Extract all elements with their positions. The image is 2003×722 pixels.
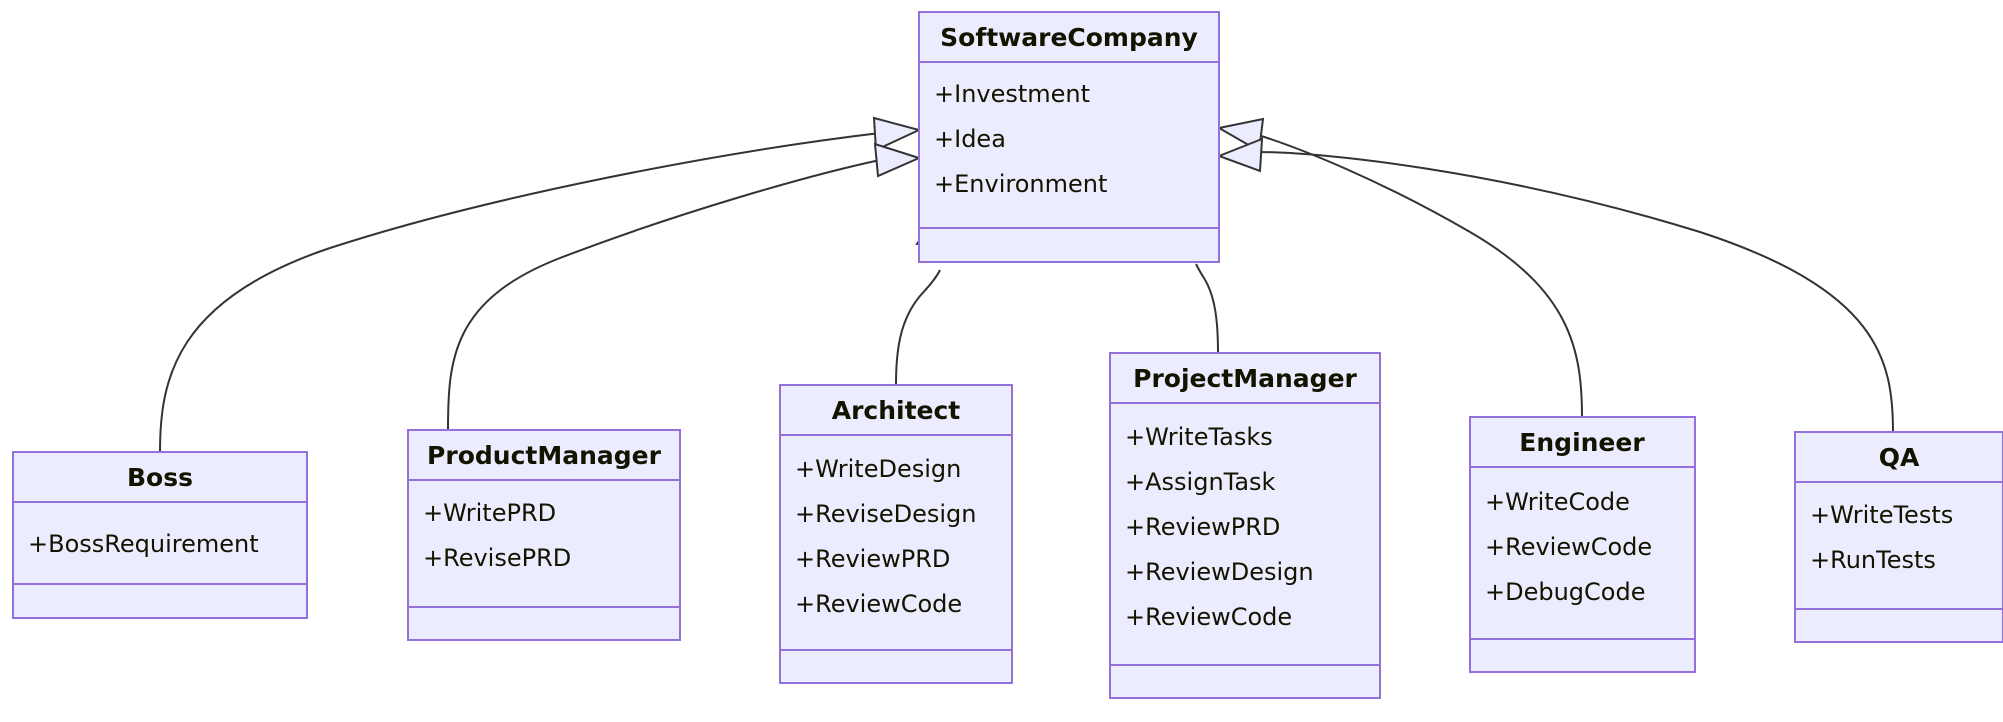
edge-path-engineer [1257, 134, 1583, 418]
class-attribute-architect-2: +ReviewPRD [795, 545, 950, 573]
class-attribute-projectmanager-0: +WriteTasks [1125, 423, 1273, 451]
class-box-boss[interactable] [12, 451, 308, 619]
class-attribute-architect-0: +WriteDesign [795, 455, 961, 483]
inheritance-arrowhead-qa [1216, 137, 1264, 173]
edge-path-boss [159, 132, 881, 453]
class-node-projectmanager[interactable]: ProjectManager +WriteTasks +AssignTask +… [1109, 352, 1381, 699]
edge-path-qa [1257, 151, 1894, 433]
edge-qa-to-softwarecompany [1216, 137, 1894, 433]
class-node-productmanager[interactable]: ProductManager +WritePRD +RevisePRD [407, 429, 681, 641]
class-attribute-projectmanager-2: +ReviewPRD [1125, 513, 1280, 541]
class-attribute-softwarecompany-2: +Environment [934, 170, 1107, 198]
class-node-boss[interactable]: Boss +BossRequirement [12, 451, 308, 619]
class-node-architect[interactable]: Architect +WriteDesign +ReviseDesign +Re… [779, 384, 1013, 684]
class-attribute-engineer-0: +WriteCode [1485, 488, 1630, 516]
class-box-projectmanager[interactable] [1109, 352, 1381, 699]
edge-path-projectmanager [1195, 263, 1219, 354]
class-title-projectmanager: ProjectManager [1133, 364, 1357, 393]
class-box-qa[interactable] [1794, 431, 2003, 643]
class-attribute-softwarecompany-1: +Idea [934, 125, 1006, 153]
class-node-qa[interactable]: QA +WriteTests +RunTests [1794, 431, 2003, 643]
class-attribute-projectmanager-1: +AssignTask [1125, 468, 1276, 496]
class-title-engineer: Engineer [1519, 428, 1645, 457]
class-attribute-architect-3: +ReviewCode [795, 590, 962, 618]
class-box-architect[interactable] [779, 384, 1013, 684]
class-box-productmanager[interactable] [407, 429, 681, 641]
class-attribute-projectmanager-4: +ReviewCode [1125, 603, 1292, 631]
class-attribute-engineer-2: +DebugCode [1485, 578, 1645, 606]
inheritance-arrowhead-productmanager [873, 142, 922, 178]
class-attribute-productmanager-1: +RevisePRD [423, 544, 571, 572]
edge-path-productmanager [447, 159, 881, 431]
nodes-layer: SoftwareCompany +Investment +Idea +Envir… [12, 11, 2003, 699]
edge-boss-to-softwarecompany [159, 116, 922, 453]
class-node-engineer[interactable]: Engineer +WriteCode +ReviewCode +DebugCo… [1469, 416, 1696, 673]
class-box-softwarecompany[interactable] [918, 11, 1220, 263]
edge-path-architect [895, 269, 941, 386]
class-node-softwarecompany[interactable]: SoftwareCompany +Investment +Idea +Envir… [918, 11, 1220, 263]
class-attribute-boss-0: +BossRequirement [28, 530, 259, 558]
class-box-engineer[interactable] [1469, 416, 1696, 673]
class-title-boss: Boss [127, 463, 193, 492]
class-attribute-qa-1: +RunTests [1810, 546, 1936, 574]
class-attribute-productmanager-0: +WritePRD [423, 499, 556, 527]
class-title-softwarecompany: SoftwareCompany [940, 23, 1198, 52]
class-attribute-architect-1: +ReviseDesign [795, 500, 976, 528]
class-attribute-qa-0: +WriteTests [1810, 501, 1953, 529]
class-attribute-projectmanager-3: +ReviewDesign [1125, 558, 1314, 586]
edge-productmanager-to-softwarecompany [447, 142, 922, 431]
class-title-qa: QA [1879, 443, 1920, 472]
class-title-productmanager: ProductManager [427, 441, 662, 470]
inheritance-arrowhead-boss [872, 116, 922, 152]
class-attribute-engineer-1: +ReviewCode [1485, 533, 1652, 561]
class-title-architect: Architect [832, 396, 961, 425]
class-attribute-softwarecompany-0: +Investment [934, 80, 1090, 108]
